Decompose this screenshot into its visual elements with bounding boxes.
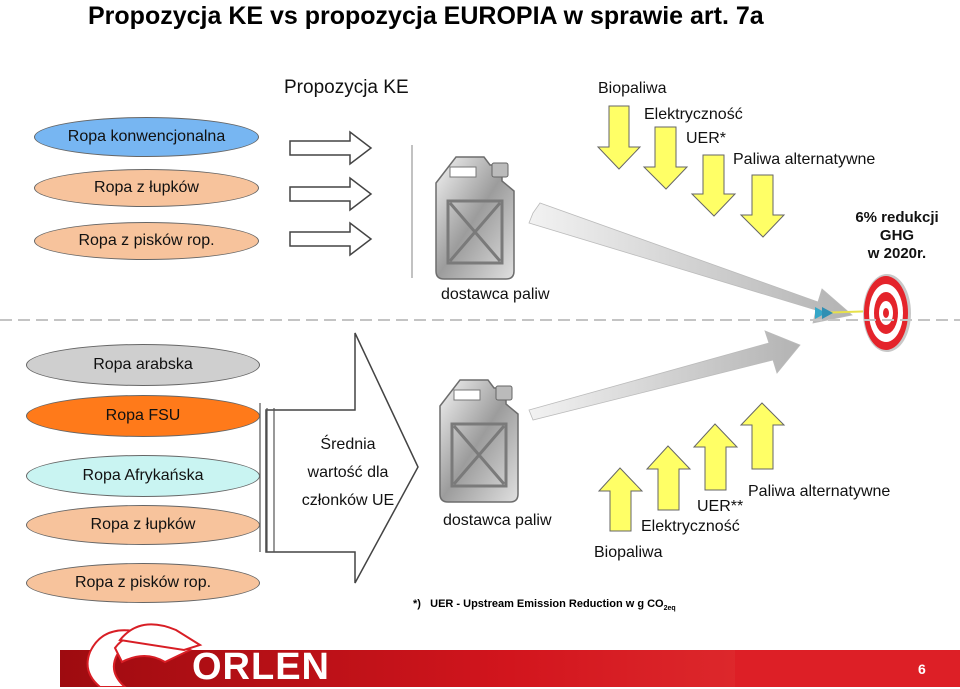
footnote: *) UER - Upstream Emission Reduction w g… [413,598,676,612]
source-african-oil: Ropa Afrykańska [26,455,260,497]
electricity-arrow [644,127,687,189]
alt-fuels-label: Paliwa alternatywne [733,151,875,169]
alt-fuels-label: Paliwa alternatywne [748,483,890,501]
target-label: 6% redukcji GHG w 2020r. [842,209,952,263]
electricity-arrow [647,446,690,510]
alt-fuels-arrow [741,403,784,469]
alt-fuels-arrow [741,175,784,237]
uer-arrow [692,155,735,216]
target-line: GHG [842,227,952,245]
target-line: w 2020r. [842,245,952,263]
source-conventional-oil: Ropa konwencjonalna [34,117,259,157]
source-arrow [290,223,371,255]
electricity-label: Elektryczność [641,518,740,536]
jerry-can-icon [436,157,514,279]
eu-average-line: członków UE [293,487,403,515]
source-fsu-oil: Ropa FSU [26,395,260,437]
eu-average-label: Średnia wartość dla członków UE [293,431,403,515]
source-oil-sands: Ropa z pisków rop. [34,222,259,260]
jerry-can-icon [440,380,518,502]
top-supplier-arrow [529,203,852,323]
source-arrow [290,178,371,210]
ke-proposal-heading: Propozycja KE [284,77,409,99]
top-supplier-label: dostawca paliw [441,286,550,304]
biofuels-arrow [598,106,640,169]
biofuels-label: Biopaliwa [598,80,666,98]
source-shale-oil: Ropa z łupków [26,505,260,545]
footnote-text: UER - Upstream Emission Reduction w g CO [430,598,663,610]
target-icon [863,274,911,352]
source-oil-sands: Ropa z pisków rop. [26,563,260,603]
uer-label: UER** [697,498,743,516]
uer-label: UER* [686,130,726,148]
eu-average-line: Średnia [293,431,403,459]
biofuels-label: Biopaliwa [594,544,662,562]
electricity-label: Elektryczność [644,106,743,124]
source-arrow [290,132,371,164]
bottom-supplier-label: dostawca paliw [443,512,552,530]
source-arab-oil: Ropa arabska [26,344,260,386]
eu-average-line: wartość dla [293,459,403,487]
footnote-marker: *) [413,598,421,610]
uer-arrow [694,424,737,490]
page-number: 6 [918,661,926,677]
source-shale-oil: Ropa z łupków [34,169,259,207]
target-line: 6% redukcji [842,209,952,227]
biofuels-arrow [599,468,642,531]
orlen-brand-text: ORLEN [192,646,330,689]
footnote-subscript: 2eq [664,605,676,612]
